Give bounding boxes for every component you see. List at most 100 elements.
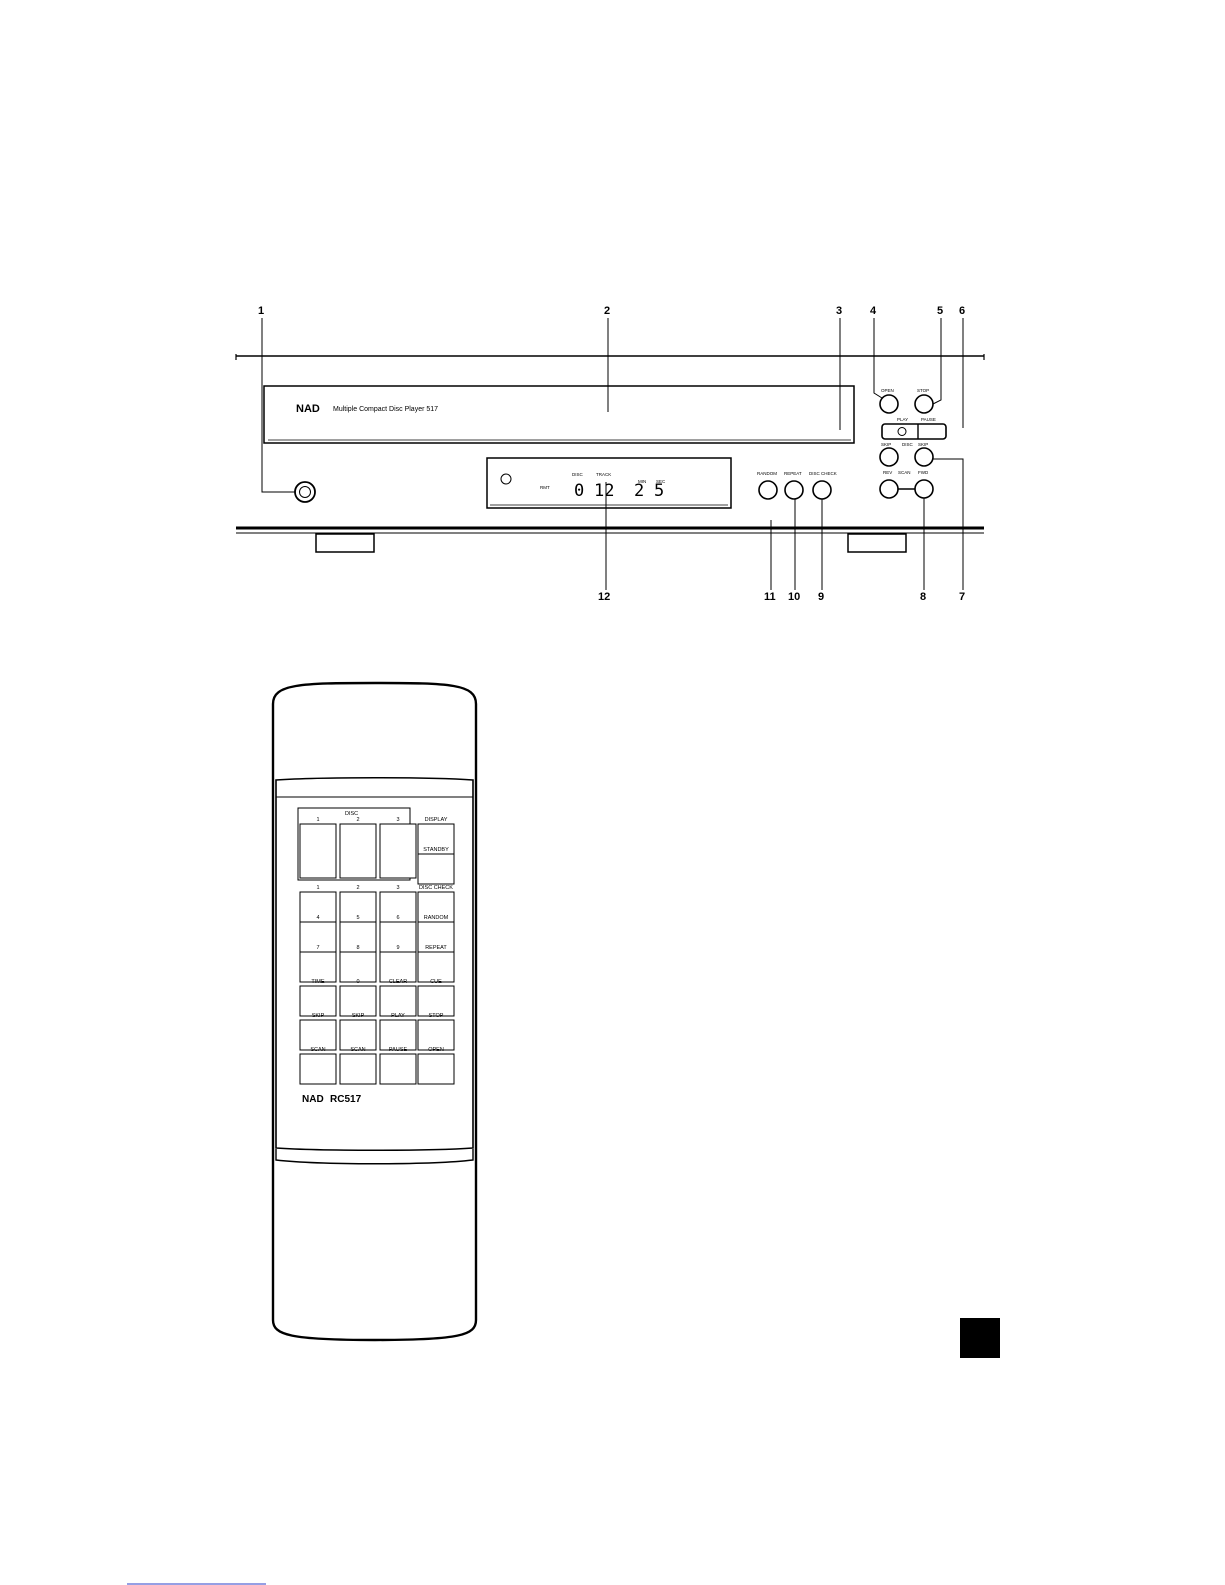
remote-side-row-key-1[interactable]: DISC CHECK: [417, 885, 455, 923]
display-disc-digit: 0: [574, 481, 584, 501]
stop-button[interactable]: STOP: [914, 388, 934, 414]
remote-side-row-key-2[interactable]: RANDOM: [417, 915, 455, 953]
repeat-label: REPEAT: [784, 471, 802, 476]
display-min-label: MIN: [638, 479, 646, 484]
remote-disc-key-1-label: 1: [316, 817, 319, 823]
remote-num-key-7-label: 7: [316, 945, 319, 951]
remote-scan-row-key-1[interactable]: SCAN: [299, 1047, 337, 1085]
remote-func-row-key-1[interactable]: TIME: [299, 979, 337, 1017]
random-button[interactable]: RANDOM: [757, 471, 778, 500]
skip-left-label: SKIP: [881, 442, 891, 447]
remote-disc-key-3-label: 3: [396, 817, 399, 823]
page-marker-block: [960, 1318, 1000, 1358]
remote-skip-row-key-3[interactable]: PLAY: [379, 1013, 417, 1051]
remote-num-key-5-label: 5: [356, 915, 359, 921]
player-model: Multiple Compact Disc Player 517: [333, 406, 438, 413]
callout-8: 8: [920, 591, 926, 603]
remote-num-key-7[interactable]: 7: [299, 945, 337, 983]
disc-tray[interactable]: [263, 385, 855, 444]
remote-func-row-key-2-label: 0: [356, 979, 359, 985]
remote-skip-row-key-3-label: PLAY: [391, 1013, 405, 1019]
scan-fwd-button[interactable]: [914, 479, 934, 499]
display-sec-label: SEC: [656, 479, 666, 484]
rev-label: REV: [883, 470, 892, 475]
scan-label: SCAN: [898, 470, 911, 475]
callout-11: 11: [764, 591, 776, 603]
remote-disc-key-2[interactable]: 2: [339, 817, 377, 879]
remote-skip-row-key-4-label: STOP: [429, 1013, 444, 1019]
repeat-button[interactable]: REPEAT: [784, 471, 804, 500]
remote-num-key-8[interactable]: 8: [339, 945, 377, 983]
remote-num-key-3[interactable]: 3: [379, 885, 417, 923]
remote-side-row-key-3-label: REPEAT: [425, 945, 447, 951]
remote-disc-group-label: DISC: [345, 811, 358, 817]
play-pause-rocker[interactable]: [881, 423, 947, 440]
display-rmt-label: RMT: [540, 485, 550, 490]
callout-3: 3: [836, 305, 842, 317]
remote-scan-row-key-3[interactable]: PAUSE: [379, 1047, 417, 1085]
skip-back-button[interactable]: [879, 447, 899, 467]
scan-rev-button[interactable]: [879, 479, 899, 499]
skip-right-label: SKIP: [918, 442, 928, 447]
remote-scan-row-key-4-label: OPEN: [428, 1047, 444, 1053]
player-foot-right: [847, 533, 907, 553]
remote-skip-row-key-2-label: SKIP: [352, 1013, 365, 1019]
remote-side-key-2[interactable]: STANDBY: [417, 847, 455, 885]
display-min-digit: 2: [634, 481, 644, 501]
remote-disc-key-3[interactable]: 3: [379, 817, 417, 879]
remote-num-key-4[interactable]: 4: [299, 915, 337, 953]
remote-func-row-key-4[interactable]: CUE: [417, 979, 455, 1017]
cd-player-front-panel: NAD Multiple Compact Disc Player 517 RMT…: [235, 354, 985, 553]
callout-2: 2: [604, 305, 610, 317]
remote-skip-row-key-1-label: SKIP: [312, 1013, 325, 1019]
remote-num-key-3-label: 3: [396, 885, 399, 891]
remote-skip-row-key-2[interactable]: SKIP: [339, 1013, 377, 1051]
remote-func-row-key-2[interactable]: 0: [339, 979, 377, 1017]
remote-side-key-2-label: STANDBY: [423, 847, 449, 853]
remote-func-row-key-1-label: TIME: [311, 979, 324, 985]
player-brand: NAD: [296, 403, 320, 415]
remote-num-key-9[interactable]: 9: [379, 945, 417, 983]
remote-skip-row-key-1[interactable]: SKIP: [299, 1013, 337, 1051]
remote-side-key-1[interactable]: DISPLAY: [417, 817, 455, 855]
remote-scan-row-key-1-label: SCAN: [310, 1047, 325, 1053]
remote-scan-row-key-2[interactable]: SCAN: [339, 1047, 377, 1085]
disc-check-button[interactable]: DISC CHECK: [809, 471, 837, 500]
open-label: OPEN: [881, 388, 894, 393]
callout-10: 10: [788, 591, 800, 603]
power-button[interactable]: [294, 481, 316, 503]
skip-disc-label: DISC: [902, 442, 914, 447]
remote-side-row-key-1-label: DISC CHECK: [419, 885, 453, 891]
remote-sensor: [500, 473, 512, 485]
display-window: RMT DISC TRACK 0 12 MIN SEC 2 5: [486, 457, 732, 509]
open-button[interactable]: OPEN: [879, 388, 899, 414]
remote-func-row-key-3[interactable]: CLEAR: [379, 979, 417, 1017]
skip-forward-button[interactable]: [914, 447, 934, 467]
remote-disc-key-1[interactable]: 1: [299, 817, 337, 879]
remote-num-key-5[interactable]: 5: [339, 915, 377, 953]
remote-side-key-1-label: DISPLAY: [425, 817, 448, 823]
remote-scan-row-key-4[interactable]: OPEN: [417, 1047, 455, 1085]
display-track-digits: 12: [594, 481, 614, 501]
remote-skip-row-key-4[interactable]: STOP: [417, 1013, 455, 1051]
remote-num-key-1-label: 1: [316, 885, 319, 891]
remote-scan-row-key-2-label: SCAN: [350, 1047, 365, 1053]
callout-numbers: 1 2 3 4 5 6 7 8 9 10 11 12: [258, 305, 965, 603]
remote-side-row-key-3[interactable]: REPEAT: [417, 945, 455, 983]
remote-brand: NAD: [302, 1094, 324, 1105]
remote-num-key-9-label: 9: [396, 945, 399, 951]
remote-func-row-key-4-label: CUE: [430, 979, 442, 985]
callout-7: 7: [959, 591, 965, 603]
callout-leaders: [261, 318, 964, 590]
stop-label: STOP: [917, 388, 929, 393]
display-disc-label: DISC: [572, 472, 584, 477]
callout-5: 5: [937, 305, 943, 317]
play-icon: [897, 427, 907, 436]
remote-model: RC517: [330, 1094, 362, 1105]
callout-12: 12: [598, 591, 610, 603]
remote-scan-row-key-3-label: PAUSE: [389, 1047, 408, 1053]
player-foot-left: [315, 533, 375, 553]
